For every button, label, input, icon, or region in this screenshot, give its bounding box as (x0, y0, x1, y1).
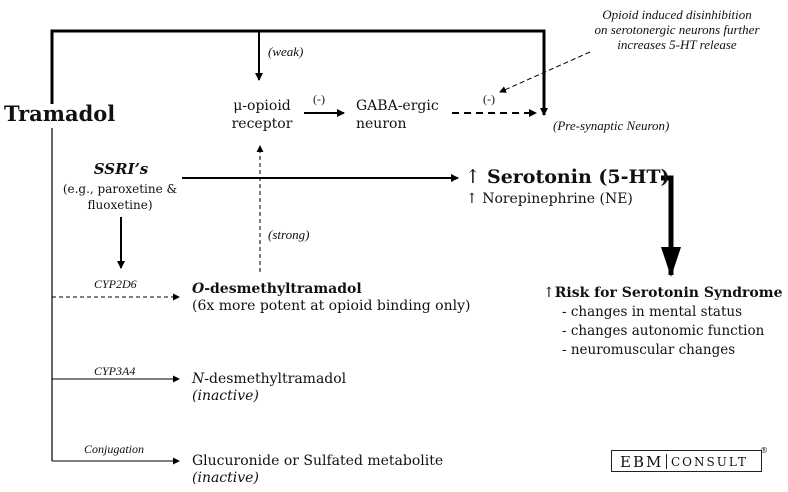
registered-mark: ® (760, 446, 768, 455)
gaba-ergic-neuron: GABA-ergic neuron (356, 97, 439, 133)
logo-part-2: CONSULT (671, 455, 748, 469)
risk-list: - changes in mental status - changes aut… (562, 303, 764, 360)
gaba-line-2: neuron (356, 116, 407, 132)
risk-title-text: Risk for Serotonin Syndrome (554, 285, 783, 301)
tramadol-top-line (50, 29, 548, 116)
glucuronide-metabolite: Glucuronide or Sulfated metabolite (192, 453, 444, 469)
n-desmethyl-note: (inactive) (192, 388, 259, 404)
n-desmethyltramadol: N-desmethyltramadol (192, 371, 346, 387)
mu-opioid-line-1: μ-opioid (233, 98, 291, 114)
list-item: - changes autonomic function (562, 323, 765, 339)
inhibition-label-2: (-) (483, 92, 495, 106)
ebm-consult-logo: EBM CONSULT ® (611, 446, 768, 472)
o-desmethyltramadol: O-desmethyltramadol (192, 281, 362, 297)
weak-label: (weak) (268, 44, 304, 59)
norepinephrine-node: ↑ Norepinephrine (NE) (466, 191, 633, 207)
tramadol-label: Tramadol (4, 101, 116, 126)
list-item: - neuromuscular changes (562, 342, 736, 358)
n-prefix: N (192, 371, 205, 387)
mu-opioid-line-2: receptor (231, 116, 293, 132)
up-arrow-icon: ↑ (543, 285, 555, 301)
ssri-title: SSRI’s (93, 160, 149, 178)
annotation-line-3: increases 5-HT release (617, 37, 737, 52)
o-prefix: O (192, 281, 205, 297)
serotonin-label: Serotonin (5-HT) (486, 166, 670, 188)
norepinephrine-label: Norepinephrine (NE) (482, 191, 633, 207)
mu-opioid-receptor: μ-opioid receptor (226, 97, 298, 133)
n-desmethyl-name: -desmethyltramadol (204, 371, 347, 387)
up-arrow-icon: ↑ (465, 166, 481, 188)
ssri-examples: (e.g., paroxetine & fluoxetine) (52, 181, 188, 213)
annotation-line-2: on serotonergic neurons further (594, 22, 760, 37)
up-arrow-icon: ↑ (466, 191, 478, 207)
cyp2d6-label: CYP2D6 (94, 277, 137, 291)
serotonin-to-risk-line (661, 175, 674, 250)
ssri-example-line-2: fluoxetine) (87, 198, 153, 212)
ssri-example-line-1: (e.g., paroxetine & (62, 182, 178, 196)
annotation-arrow (499, 51, 591, 93)
logo-part-1: EBM (620, 453, 664, 471)
conjugation-label: Conjugation (84, 442, 145, 456)
serotonin-node: ↑ Serotonin (5-HT) (465, 166, 670, 188)
glucuronide-note: (inactive) (192, 470, 259, 486)
presynaptic-neuron-label: (Pre-synaptic Neuron) (553, 118, 670, 133)
annotation-line-1: Opioid induced disinhibition (602, 7, 752, 22)
o-desmethyl-name: -desmethyltramadol (204, 281, 362, 297)
logo-divider (666, 454, 667, 469)
strong-label: (strong) (268, 227, 310, 242)
list-item: - changes in mental status (562, 304, 743, 320)
gaba-line-1: GABA-ergic (356, 98, 439, 114)
o-desmethyl-note: (6x more potent at opioid binding only) (192, 298, 471, 314)
disinhibition-annotation: Opioid induced disinhibition on serotone… (566, 7, 788, 52)
risk-title: ↑Risk for Serotonin Syndrome (543, 285, 783, 301)
cyp3a4-label: CYP3A4 (94, 364, 136, 378)
inhibition-label-1: (-) (313, 92, 325, 106)
